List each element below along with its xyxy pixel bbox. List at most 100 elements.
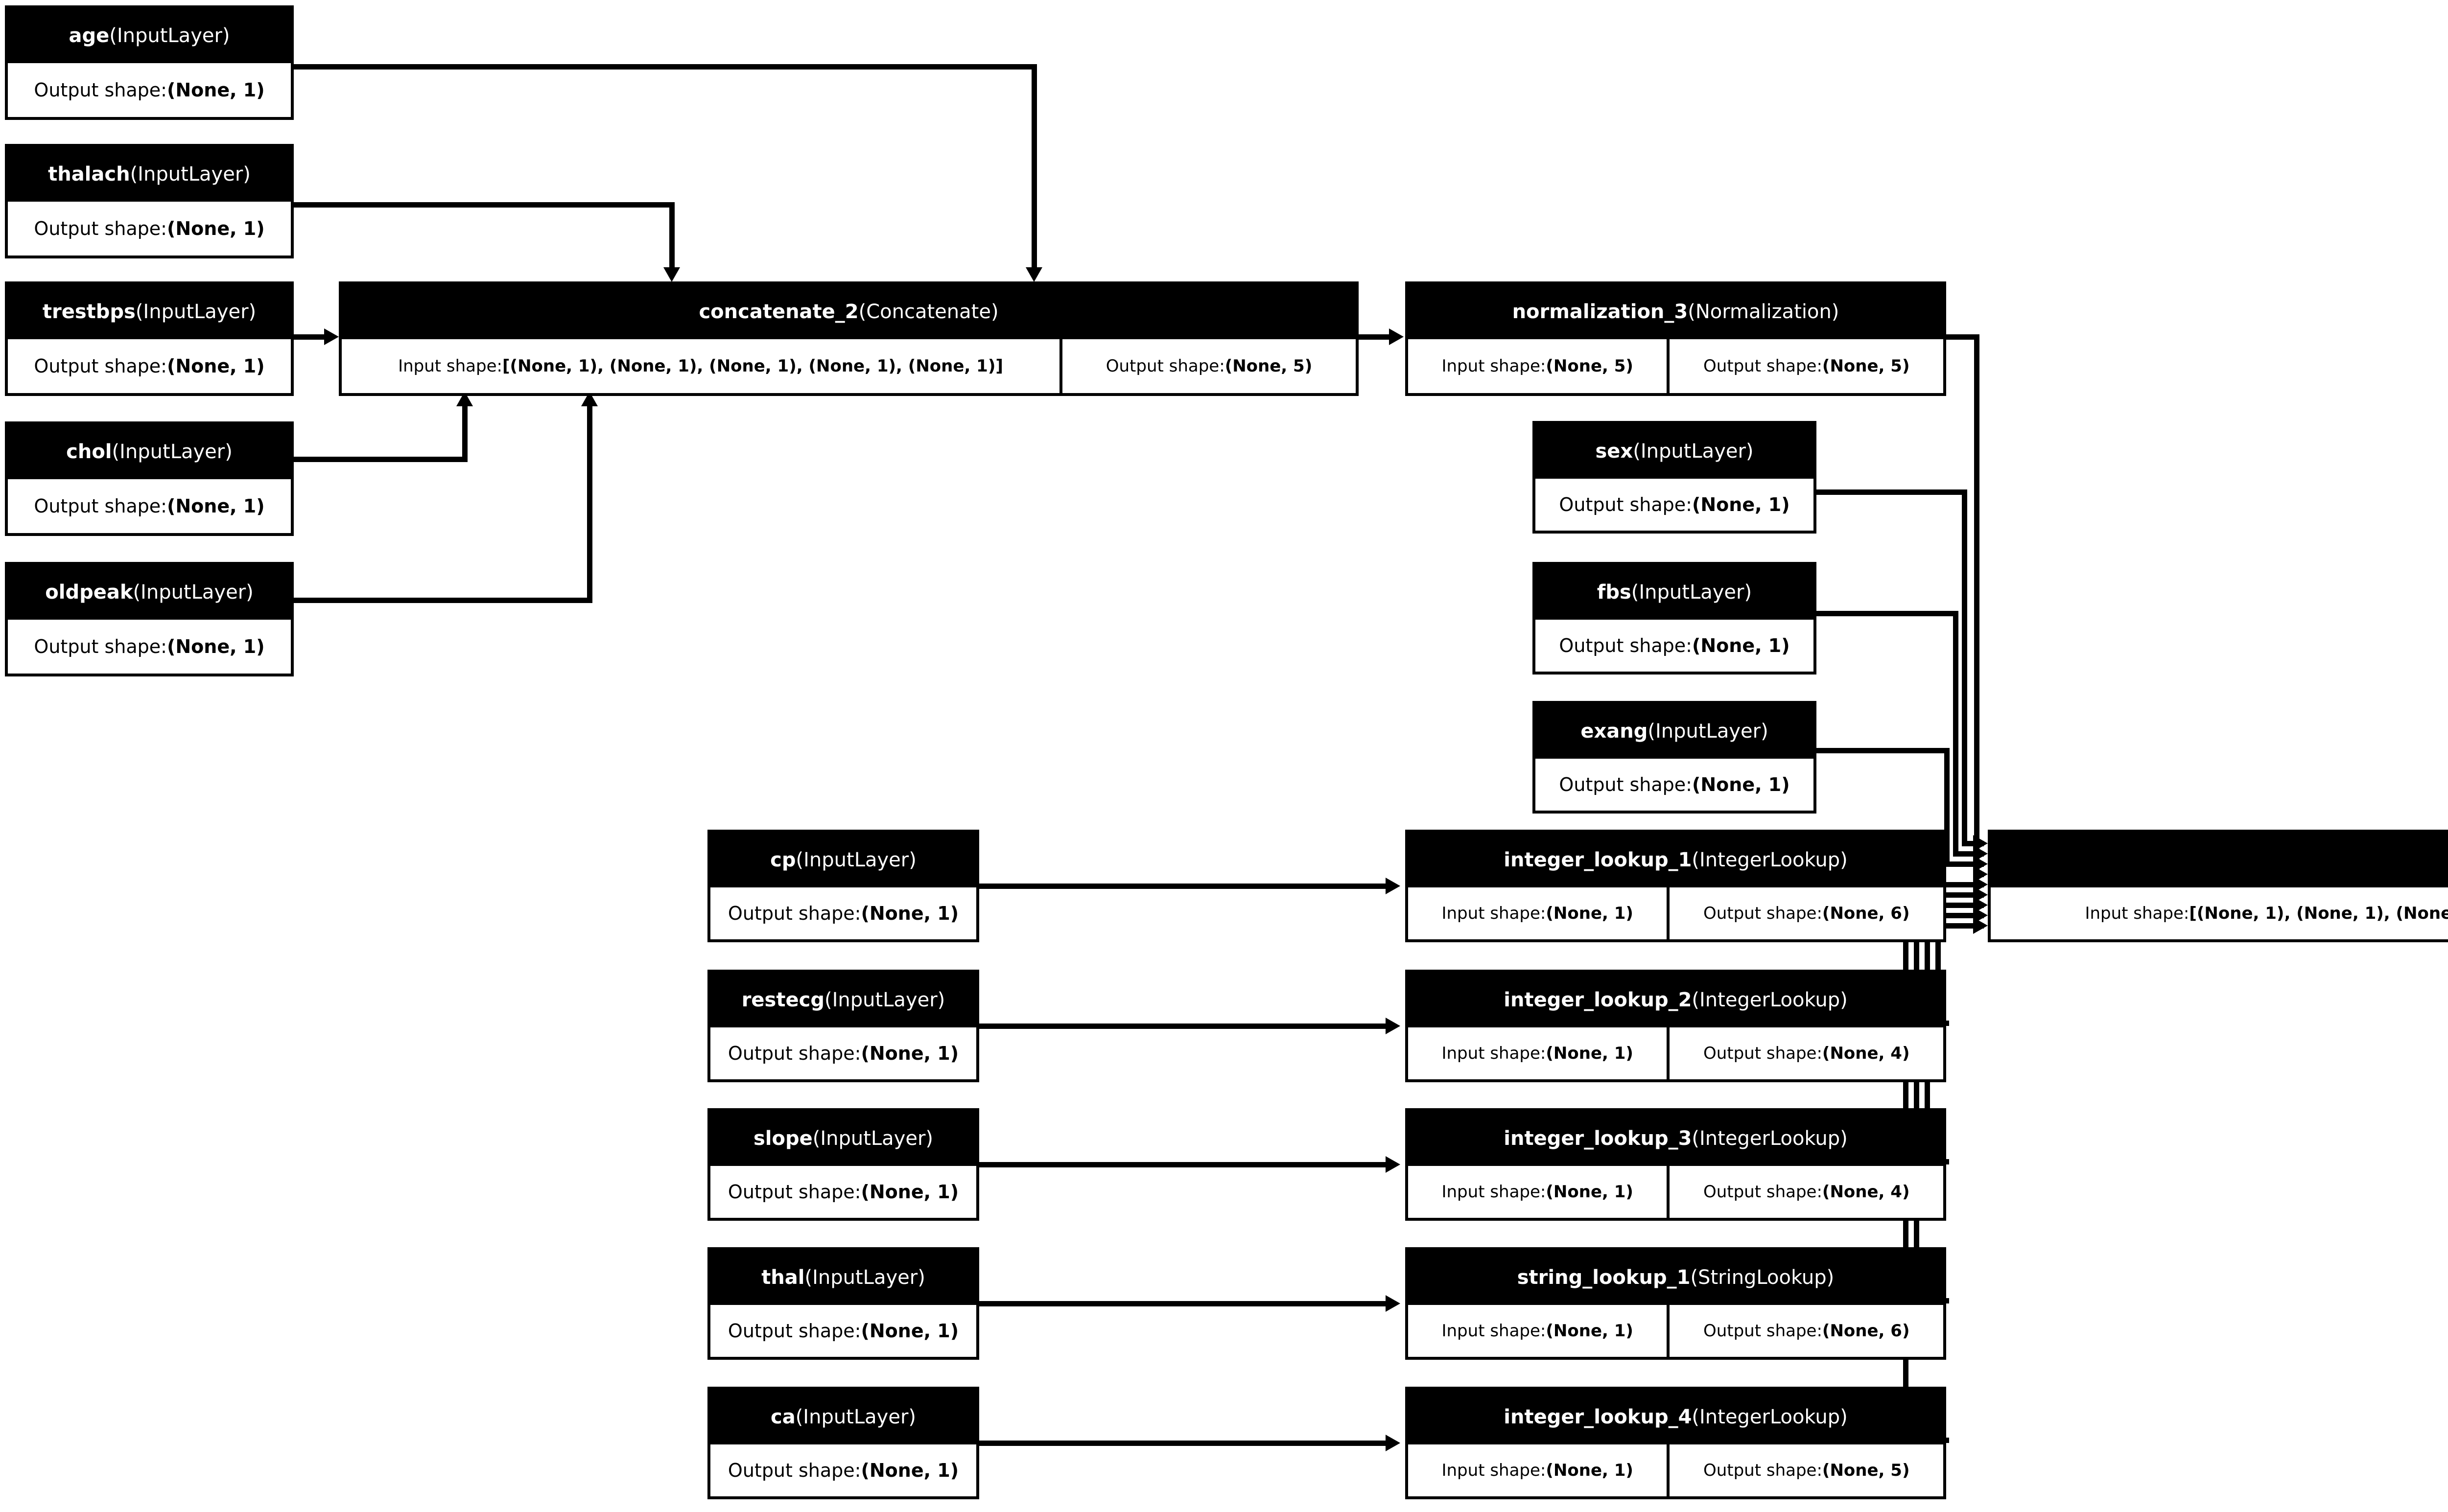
node-concatenate_2-output-shape-cell: Output shape:(None, 5) xyxy=(1062,339,1356,393)
output-shape-label: Output shape: xyxy=(34,636,167,657)
node-integer_lookup_3-input-shape-value: (None, 1) xyxy=(1546,1182,1633,1202)
node-thal-body: Output shape:(None, 1) xyxy=(710,1305,976,1357)
node-chol-header: chol(InputLayer) xyxy=(8,424,291,479)
edge-age-arrowhead xyxy=(1026,267,1042,282)
edge-slope-to-integer_lookup_3-h xyxy=(979,1162,1386,1167)
edge-thal-arrowhead xyxy=(1386,1295,1400,1312)
node-slope-name: slope xyxy=(753,1127,813,1150)
node-exang[interactable]: exang(InputLayer) Output shape:(None, 1) xyxy=(1532,701,1816,814)
node-integer_lookup_2-header: integer_lookup_2(IntegerLookup) xyxy=(1408,973,1943,1027)
node-cp-body: Output shape:(None, 1) xyxy=(710,887,976,939)
node-concatenate_2-name: concatenate_2 xyxy=(699,301,859,323)
node-integer_lookup_2-output-shape-cell: Output shape:(None, 4) xyxy=(1670,1027,1943,1079)
edge-exang-to-concatenate_3-h xyxy=(1816,748,1950,753)
node-concatenate_3[interactable]: concatenate_3(Concatenate) Input shape:[… xyxy=(1988,830,2448,942)
node-restecg-header: restecg(InputLayer) xyxy=(710,973,976,1027)
node-slope-header: slope(InputLayer) xyxy=(710,1111,976,1166)
node-normalization_3[interactable]: normalization_3(Normalization) Input sha… xyxy=(1405,281,1946,396)
node-chol[interactable]: chol(InputLayer) Output shape:(None, 1) xyxy=(5,421,294,536)
node-cp-header: cp(InputLayer) xyxy=(710,833,976,887)
edge-slope-arrowhead xyxy=(1386,1156,1400,1173)
node-thalach-type: (InputLayer) xyxy=(130,163,251,186)
edge-sex-to-concatenate_3-h xyxy=(1816,489,1967,495)
edge-restecg-to-integer_lookup_2-h xyxy=(979,1024,1386,1029)
node-cp[interactable]: cp(InputLayer) Output shape:(None, 1) xyxy=(707,830,979,942)
node-trestbps[interactable]: trestbps(InputLayer) Output shape:(None,… xyxy=(5,281,294,396)
node-thal[interactable]: thal(InputLayer) Output shape:(None, 1) xyxy=(707,1247,979,1360)
node-string_lookup_1-input-shape-cell: Input shape:(None, 1) xyxy=(1408,1305,1667,1357)
node-integer_lookup_4-name: integer_lookup_4 xyxy=(1504,1406,1692,1428)
node-integer_lookup_3[interactable]: integer_lookup_3(IntegerLookup) Input sh… xyxy=(1405,1108,1946,1221)
node-age-name: age xyxy=(69,24,110,47)
output-shape-label: Output shape: xyxy=(1703,1321,1822,1341)
node-concatenate_2[interactable]: concatenate_2(Concatenate) Input shape:[… xyxy=(339,281,1359,396)
node-integer_lookup_2-input-shape-value: (None, 1) xyxy=(1546,1044,1633,1063)
node-normalization_3-output-shape-value: (None, 5) xyxy=(1822,356,1910,376)
node-string_lookup_1-body: Input shape:(None, 1) Output shape:(None… xyxy=(1408,1305,1943,1357)
node-string_lookup_1-output-shape-value: (None, 6) xyxy=(1822,1321,1910,1341)
node-concatenate_3-input-shape-value: [(None, 1), (None, 1), (None, 1), (None,… xyxy=(2189,904,2448,923)
node-trestbps-output-shape-value: (None, 1) xyxy=(166,355,265,377)
node-oldpeak-body: Output shape:(None, 1) xyxy=(8,620,291,674)
node-fbs[interactable]: fbs(InputLayer) Output shape:(None, 1) xyxy=(1532,562,1816,675)
node-trestbps-name: trestbps xyxy=(42,301,136,323)
node-chol-name: chol xyxy=(66,441,112,463)
edge-fbs-to-concatenate_3-h2 xyxy=(1953,851,1984,857)
node-cp-output-shape-cell: Output shape:(None, 1) xyxy=(710,887,976,939)
edge-ca-arrowhead xyxy=(1386,1435,1400,1451)
node-normalization_3-body: Input shape:(None, 5) Output shape:(None… xyxy=(1408,339,1943,393)
node-oldpeak[interactable]: oldpeak(InputLayer) Output shape:(None, … xyxy=(5,562,294,676)
node-fbs-output-shape-value: (None, 1) xyxy=(1692,635,1790,656)
edge-chol-to-concatenate_2-h xyxy=(294,457,468,462)
edge-normalization_3-to-concatenate_3-h xyxy=(1946,334,1979,340)
node-thalach-output-shape-value: (None, 1) xyxy=(166,218,265,239)
edge-sex-to-concatenate_3-v xyxy=(1962,489,1967,844)
output-shape-label: Output shape: xyxy=(1703,904,1822,923)
edge-exang-arrowhead xyxy=(1973,856,1988,872)
node-integer_lookup_1[interactable]: integer_lookup_1(IntegerLookup) Input sh… xyxy=(1405,830,1946,942)
node-integer_lookup_1-type: (IntegerLookup) xyxy=(1692,849,1848,871)
node-age[interactable]: age(InputLayer) Output shape:(None, 1) xyxy=(5,5,294,120)
node-concatenate_2-input-shape-value: [(None, 1), (None, 1), (None, 1), (None,… xyxy=(502,356,1003,376)
node-integer_lookup_1-body: Input shape:(None, 1) Output shape:(None… xyxy=(1408,887,1943,939)
node-restecg-name: restecg xyxy=(741,989,824,1011)
node-fbs-body: Output shape:(None, 1) xyxy=(1535,620,1813,672)
node-integer_lookup_2-input-shape-cell: Input shape:(None, 1) xyxy=(1408,1027,1667,1079)
node-age-header: age(InputLayer) xyxy=(8,8,291,63)
node-normalization_3-header: normalization_3(Normalization) xyxy=(1408,284,1943,339)
node-ca[interactable]: ca(InputLayer) Output shape:(None, 1) xyxy=(707,1387,979,1499)
node-sex-body: Output shape:(None, 1) xyxy=(1535,479,1813,531)
node-trestbps-body: Output shape:(None, 1) xyxy=(8,339,291,393)
node-sex[interactable]: sex(InputLayer) Output shape:(None, 1) xyxy=(1532,421,1816,534)
node-age-type: (InputLayer) xyxy=(109,24,230,47)
output-shape-label: Output shape: xyxy=(728,1181,861,1203)
node-string_lookup_1[interactable]: string_lookup_1(StringLookup) Input shap… xyxy=(1405,1247,1946,1360)
node-exang-header: exang(InputLayer) xyxy=(1535,704,1813,759)
node-oldpeak-output-shape-value: (None, 1) xyxy=(166,636,265,657)
node-integer_lookup_3-type: (IntegerLookup) xyxy=(1692,1127,1848,1150)
node-oldpeak-name: oldpeak xyxy=(45,581,133,604)
node-string_lookup_1-input-shape-value: (None, 1) xyxy=(1546,1321,1633,1341)
node-integer_lookup_4-body: Input shape:(None, 1) Output shape:(None… xyxy=(1408,1444,1943,1496)
output-shape-label: Output shape: xyxy=(34,79,167,101)
output-shape-label: Output shape: xyxy=(34,495,167,517)
node-slope-body: Output shape:(None, 1) xyxy=(710,1166,976,1218)
node-integer_lookup_4[interactable]: integer_lookup_4(IntegerLookup) Input sh… xyxy=(1405,1387,1946,1499)
node-thal-output-shape-cell: Output shape:(None, 1) xyxy=(710,1305,976,1357)
input-shape-label: Input shape: xyxy=(1441,904,1546,923)
node-thalach[interactable]: thalach(InputLayer) Output shape:(None, … xyxy=(5,144,294,258)
node-slope[interactable]: slope(InputLayer) Output shape:(None, 1) xyxy=(707,1108,979,1221)
node-restecg-output-shape-cell: Output shape:(None, 1) xyxy=(710,1027,976,1079)
node-normalization_3-type: (Normalization) xyxy=(1688,301,1839,323)
node-restecg[interactable]: restecg(InputLayer) Output shape:(None, … xyxy=(707,970,979,1082)
node-integer_lookup_1-header: integer_lookup_1(IntegerLookup) xyxy=(1408,833,1943,887)
input-shape-label: Input shape: xyxy=(1441,1461,1546,1480)
node-integer_lookup_3-input-shape-cell: Input shape:(None, 1) xyxy=(1408,1166,1667,1218)
node-age-body: Output shape:(None, 1) xyxy=(8,63,291,117)
edge-thal-to-string_lookup_1-h xyxy=(979,1301,1386,1306)
node-integer_lookup_3-name: integer_lookup_3 xyxy=(1504,1127,1692,1150)
node-integer_lookup_2-output-shape-value: (None, 4) xyxy=(1822,1044,1910,1063)
node-integer_lookup_2[interactable]: integer_lookup_2(IntegerLookup) Input sh… xyxy=(1405,970,1946,1082)
edge-integer_lookup_2-to-concatenate_3-h2 xyxy=(1935,892,1984,898)
edge-concatenate_2-to-normalization_3-h xyxy=(1359,334,1389,340)
